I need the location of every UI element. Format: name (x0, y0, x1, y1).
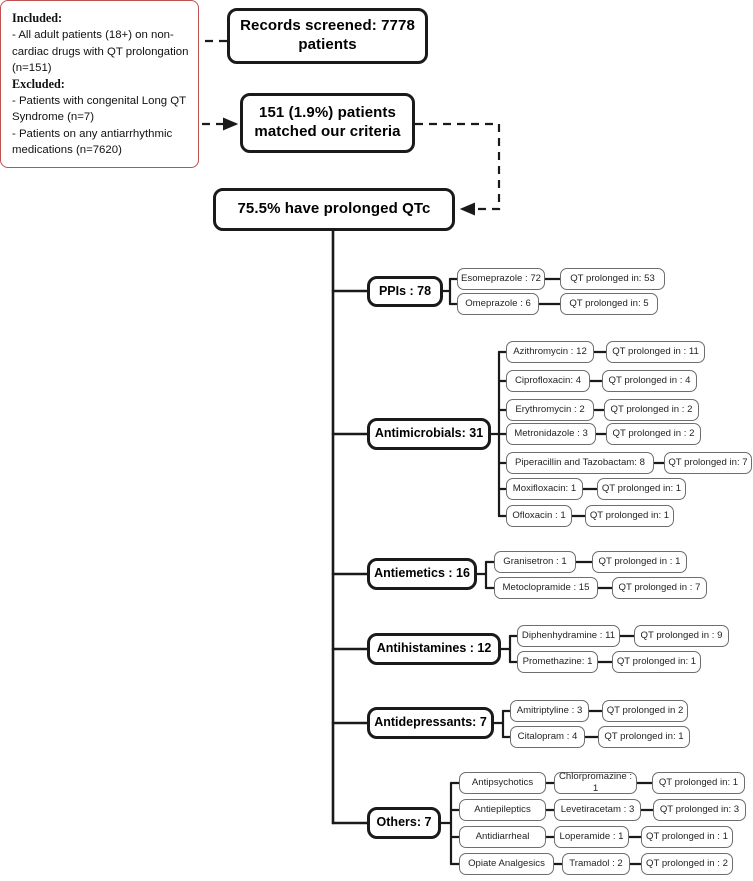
qt-box: QT prolonged in : 1 (641, 826, 733, 848)
drug-box: Tramadol : 2 (562, 853, 630, 875)
node-prolonged-qtc: 75.5% have prolonged QTc (213, 188, 455, 231)
drug-box: Citalopram : 4 (510, 726, 585, 748)
included-header: Included: (12, 11, 63, 25)
drug-class-box: Antiepileptics (459, 799, 546, 821)
qt-box: QT prolonged in: 1 (598, 726, 690, 748)
qt-box: QT prolonged in: 1 (585, 505, 674, 527)
excluded-line-2: Syndrome (n=7) (12, 111, 94, 124)
drug-box: Levetiracetam : 3 (554, 799, 641, 821)
drug-box: Diphenhydramine : 11 (517, 625, 620, 647)
qt-box: QT prolonged in 2 (602, 700, 688, 722)
drug-box: Granisetron : 1 (494, 551, 576, 573)
category-node-antihistamines: Antihistamines : 12 (367, 633, 501, 665)
excluded-line-3: - Patients on any antiarrhythmic (12, 127, 173, 140)
drug-box: Ciprofloxacin: 4 (506, 370, 590, 392)
qt-box: QT prolonged in: 7 (664, 452, 752, 474)
drug-class-box: Opiate Analgesics (459, 853, 554, 875)
category-node-others: Others: 7 (367, 807, 441, 839)
qt-box: QT prolonged in : 2 (606, 423, 701, 445)
included-line-3: (n=151) (12, 61, 52, 74)
drug-class-box: Antipsychotics (459, 772, 546, 794)
drug-class-box: Antidiarrheal (459, 826, 546, 848)
drug-box: Esomeprazole : 72 (457, 268, 545, 290)
excluded-line-4: medications (n=7620) (12, 143, 122, 156)
drug-box: Ofloxacin : 1 (506, 505, 572, 527)
qt-box: QT prolonged in : 11 (606, 341, 705, 363)
qt-box: QT prolonged in: 53 (560, 268, 665, 290)
qt-box: QT prolonged in : 1 (592, 551, 687, 573)
qt-box: QT prolonged in : 4 (602, 370, 697, 392)
drug-box: Amitriptyline : 3 (510, 700, 589, 722)
qt-box: QT prolonged in : 2 (604, 399, 699, 421)
included-line-2: cardiac drugs with QT prolongation (12, 45, 189, 58)
drug-box: Metoclopramide : 15 (494, 577, 598, 599)
drug-box: Erythromycin : 2 (506, 399, 594, 421)
drug-box: Promethazine: 1 (517, 651, 598, 673)
category-node-antiemetics: Antiemetics : 16 (367, 558, 477, 590)
qt-box: QT prolonged in : 9 (634, 625, 729, 647)
drug-box: Metronidazole : 3 (506, 423, 596, 445)
drug-box: Chlorpromazine : 1 (554, 771, 637, 794)
trunk-branches (331, 289, 369, 825)
qt-box: QT prolonged in : 2 (641, 853, 733, 875)
branch-others (439, 781, 655, 866)
category-node-ppis: PPIs : 78 (367, 276, 443, 307)
qt-box: QT prolonged in: 5 (560, 293, 658, 315)
category-node-antidepressants: Antidepressants: 7 (367, 707, 494, 739)
category-node-antimicrobials: Antimicrobials: 31 (367, 418, 491, 450)
qt-box: QT prolonged in: 1 (652, 772, 745, 794)
qt-box: QT prolonged in : 7 (612, 577, 707, 599)
excluded-header: Excluded: (12, 76, 65, 91)
drug-box: Moxifloxacin: 1 (506, 478, 583, 500)
drug-box: Loperamide : 1 (554, 826, 629, 848)
node-records-screened: Records screened: 7778 patients (227, 8, 428, 64)
drug-box: Omeprazole : 6 (457, 293, 539, 315)
criteria-legend-box: Included: - All adult patients (18+) on … (0, 0, 200, 168)
node-matched-criteria: 151 (1.9%) patients matched our criteria (240, 93, 415, 153)
qt-box: QT prolonged in: 1 (612, 651, 701, 673)
qt-box: QT prolonged in: 3 (653, 799, 746, 821)
qt-box: QT prolonged in: 1 (597, 478, 686, 500)
drug-box: Azithromycin : 12 (506, 341, 594, 363)
drug-box: Piperacillin and Tazobactam: 8 (506, 452, 654, 474)
excluded-line-1: - Patients with congenital Long QT (12, 95, 187, 108)
included-line-1: - All adult patients (18+) on non- (12, 29, 174, 42)
